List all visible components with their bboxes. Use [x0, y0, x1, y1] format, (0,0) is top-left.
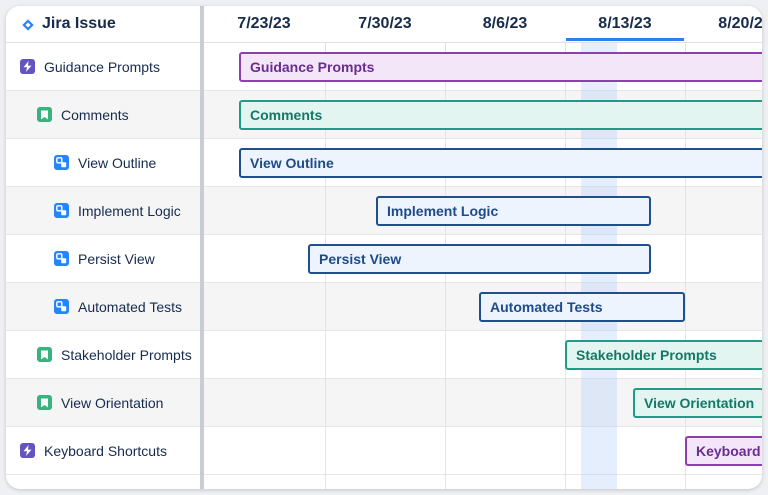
bookmark-icon: [37, 395, 52, 410]
issue-row[interactable]: Automated Tests: [6, 283, 200, 331]
gantt-bar[interactable]: Implement Logic: [376, 196, 651, 226]
week-gridline: [685, 6, 686, 489]
issue-list-title: Jira Issue: [42, 15, 116, 32]
gantt-bar[interactable]: View Orientation: [633, 388, 762, 418]
gantt-bar-label: Implement Logic: [387, 203, 499, 219]
gantt-bar[interactable]: Comments: [239, 100, 762, 130]
subtask-icon: [54, 155, 69, 170]
timeline-header: 7/23/23 7/30/23 8/6/23 8/13/23 8/20/23: [204, 6, 762, 43]
issue-row-label: Persist View: [78, 250, 155, 267]
week-date-label: 8/13/23: [598, 15, 652, 32]
issue-row[interactable]: View Outline: [6, 139, 200, 187]
issue-row-label: Automated Tests: [78, 298, 183, 315]
lightning-icon: [20, 59, 35, 74]
issue-row[interactable]: Stakeholder Prompts: [6, 331, 200, 379]
issue-row-label: Keyboard Shortcuts: [44, 442, 167, 459]
bookmark-icon: [37, 107, 52, 122]
timeline-row: [204, 235, 762, 283]
issue-row[interactable]: Comments: [6, 91, 200, 139]
gantt-bar[interactable]: Keyboard Shortcuts: [685, 436, 762, 466]
issue-row-label: Stakeholder Prompts: [61, 346, 192, 363]
jira-diamond-icon: [22, 18, 34, 31]
subtask-icon: [54, 203, 69, 218]
lightning-icon: [20, 443, 35, 458]
issue-row[interactable]: Guidance Prompts: [6, 43, 200, 91]
gantt-bar-label: Automated Tests: [490, 299, 603, 315]
subtask-icon: [54, 251, 69, 266]
gantt-bar-label: Persist View: [319, 251, 402, 267]
issue-row-label: Implement Logic: [78, 202, 181, 219]
timeline-row: [204, 139, 762, 187]
gantt-bar-label: View Outline: [250, 155, 334, 171]
issue-row-label: Comments: [61, 106, 129, 123]
gantt-bar-label: Comments: [250, 107, 323, 123]
gantt-bar-label: Stakeholder Prompts: [576, 347, 717, 363]
issue-row[interactable]: Persist View: [6, 235, 200, 283]
gantt-bar-label: Guidance Prompts: [250, 59, 375, 75]
gantt-bar[interactable]: Stakeholder Prompts: [565, 340, 762, 370]
week-date-label: 8/20/23: [718, 15, 762, 32]
week-date-label: 8/6/23: [482, 15, 528, 32]
timeline-panel: 7/23/23 7/30/23 8/6/23 8/13/23 8/20/23 Guida…: [204, 6, 762, 489]
issue-row[interactable]: Implement Logic: [6, 187, 200, 235]
gantt-bar[interactable]: Guidance Prompts: [239, 52, 762, 82]
current-week-indicator: [566, 38, 684, 41]
issue-row-label: View Orientation: [61, 394, 164, 411]
gantt-bar[interactable]: Automated Tests: [479, 292, 685, 322]
timeline-row: [204, 331, 762, 379]
timeline-row: [204, 43, 762, 91]
panel-resize-handle[interactable]: [200, 6, 204, 489]
bookmark-icon: [37, 347, 52, 362]
issue-row-label: Guidance Prompts: [44, 58, 160, 75]
week-date-label: 7/23/23: [237, 15, 291, 32]
gantt-bar-label: View Orientation: [644, 395, 755, 411]
week-date-label: 7/30/23: [358, 15, 412, 32]
issue-row[interactable]: Keyboard Shortcuts: [6, 427, 200, 475]
issue-list-header: Jira Issue: [6, 6, 200, 43]
issue-row[interactable]: View Orientation: [6, 379, 200, 427]
issue-row-label: View Outline: [78, 154, 157, 171]
subtask-icon: [54, 299, 69, 314]
gantt-bar[interactable]: View Outline: [239, 148, 762, 178]
gantt-bar[interactable]: Persist View: [308, 244, 651, 274]
timeline-row: [204, 427, 762, 475]
gantt-bar-label: Keyboard Shortcuts: [696, 443, 762, 459]
